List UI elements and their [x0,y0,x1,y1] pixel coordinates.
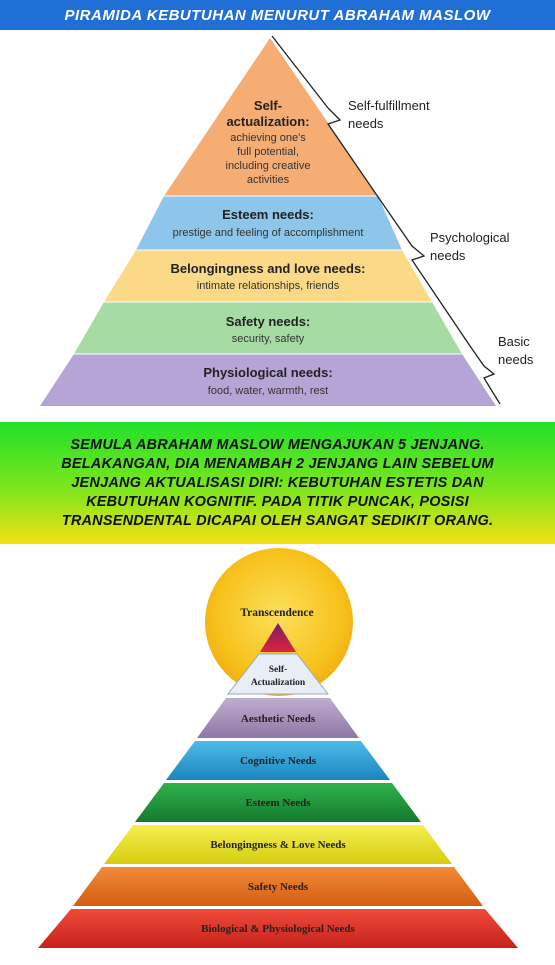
esteem-desc: prestige and feeling of accomplishment [173,227,364,239]
self-actualization-desc-4: activities [247,174,290,186]
caption-line-2: BELAKANGAN, DIA MENAMBAH 2 JENJANG LAIN … [61,455,494,472]
label-self-actualization-1: Self- [269,665,287,675]
tier-safety [74,302,462,354]
esteem-title: Esteem needs: [222,207,314,222]
tier-esteem [135,783,421,822]
physiological-desc: food, water, warmth, rest [208,385,328,397]
self-actualization-title-2: actualization: [226,114,309,129]
label-aesthetic: Aesthetic Needs [241,713,316,725]
tier-aesthetic [197,698,359,738]
tier-physiological [40,354,496,406]
caption-line-5: TRANSENDENTAL DICAPAI OLEH SANGAT SEDIKI… [61,512,494,529]
extended-maslow-pyramid: Transcendence Self- Actualization Aesthe… [0,544,555,960]
tier-belonging [104,250,432,302]
caption-line-4: KEBUTUHAN KOGNITIF. PADA TITIK PUNCAK, P… [86,493,469,510]
title-bar: PIRAMIDA KEBUTUHAN MENURUT ABRAHAM MASLO… [0,0,555,30]
label-cognitive: Cognitive Needs [240,755,317,767]
label-belonging: Belongingness & Love Needs [210,839,346,851]
tier-cognitive [166,741,390,780]
safety-title: Safety needs: [226,314,311,329]
bracket-basic [469,345,501,405]
extended-pyramid-svg: Transcendence Self- Actualization Aesthe… [38,548,518,948]
classic-pyramid-svg: Self- actualization: achieving one's ful… [40,35,534,406]
caption-line-1: SEMULA ABRAHAM MASLOW MENGAJUKAN 5 JENJA… [70,436,485,453]
bracket-self-fulfillment [271,35,377,195]
label-self-actualization-2: Actualization [251,678,306,688]
label-self-fulfillment-1: Self-fulfillment [348,98,430,113]
belonging-desc: intimate relationships, friends [197,280,340,292]
classic-maslow-pyramid: Self- actualization: achieving one's ful… [0,30,555,422]
self-actualization-title-1: Self- [254,98,282,113]
tier-biological [38,909,518,948]
tier-belonging [104,825,452,864]
label-safety: Safety Needs [248,881,309,893]
label-psychological-2: needs [430,248,466,263]
label-basic-1: Basic [498,334,530,349]
label-transcendence: Transcendence [240,607,313,619]
caption-line-3: JENJANG AKTUALISASI DIRI: KEBUTUHAN ESTE… [71,474,484,491]
page-title: PIRAMIDA KEBUTUHAN MENURUT ABRAHAM MASLO… [64,6,491,24]
tier-esteem [136,196,402,250]
label-self-fulfillment-2: needs [348,116,384,131]
label-psychological-1: Psychological [430,230,510,245]
caption-band: SEMULA ABRAHAM MASLOW MENGAJUKAN 5 JENJA… [0,422,555,544]
self-actualization-desc-3: including creative [226,160,311,172]
label-biological: Biological & Physiological Needs [201,923,355,935]
self-actualization-desc-1: achieving one's [230,132,306,144]
label-basic-2: needs [498,352,534,367]
tier-self-actualization [226,653,330,695]
safety-desc: security, safety [232,333,305,345]
sun-circle [205,548,353,696]
tier-self-actualization [164,38,378,196]
belonging-title: Belongingness and love needs: [170,261,365,276]
bracket-psychological [375,193,471,347]
tier-safety [73,867,483,906]
label-esteem: Esteem Needs [245,797,311,809]
physiological-title: Physiological needs: [203,365,332,380]
transcendence-peak [260,623,296,652]
self-actualization-desc-2: full potential, [237,146,299,158]
